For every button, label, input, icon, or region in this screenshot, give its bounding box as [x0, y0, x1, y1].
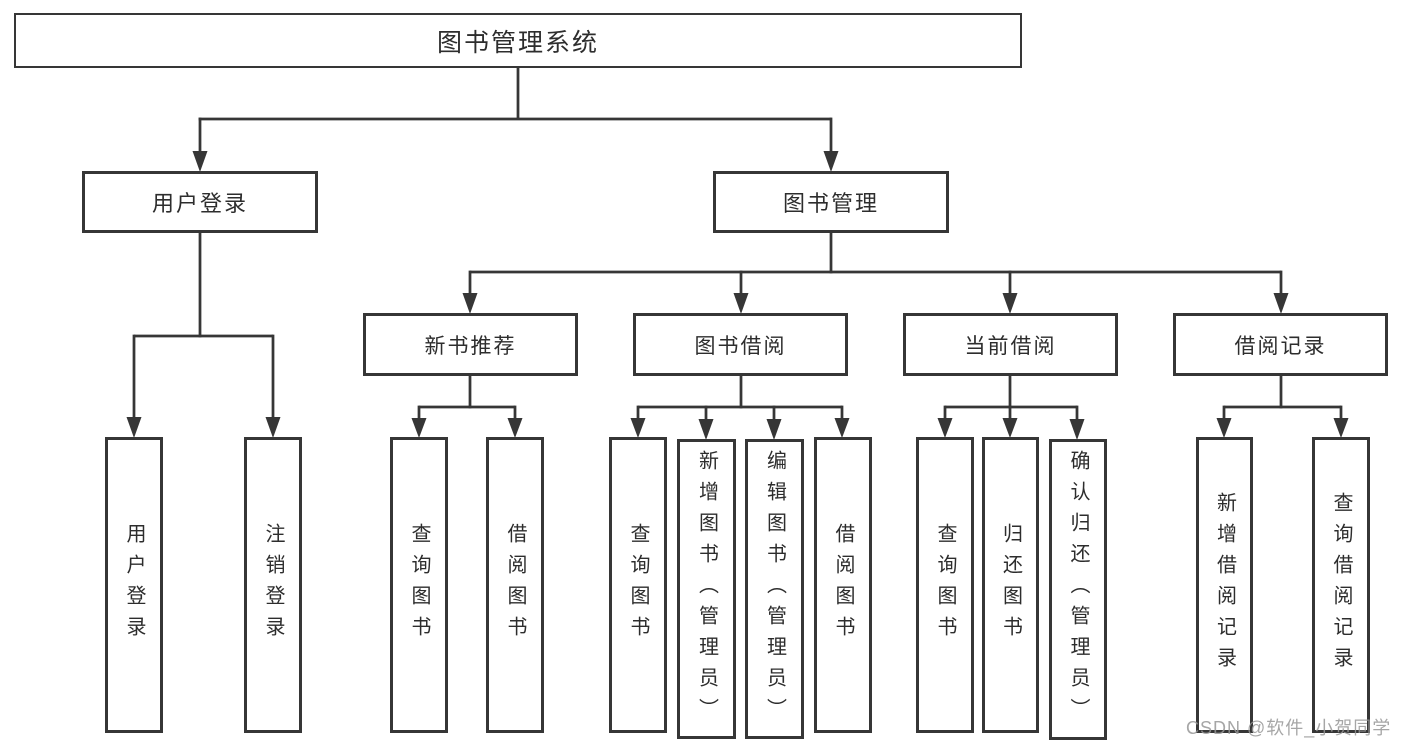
- arrowhead-l5a: [1216, 418, 1232, 438]
- node-new-book-recommend-label: 新书推荐: [424, 334, 517, 358]
- arrowhead-l3c: [766, 419, 782, 440]
- arrowhead-l3b: [698, 419, 714, 440]
- node-library-system-label: 图书管理系统: [436, 28, 599, 57]
- leaf-return-book-label: 归还图书: [999, 523, 1022, 647]
- arrowhead-l4a: [937, 418, 953, 438]
- leaf-add-borrow-record: 新增借阅记录: [1196, 437, 1253, 733]
- leaf-borrow-books: 借阅图书: [814, 437, 872, 733]
- leaf-add-book-admin-label: 新增图书（管理员）: [695, 449, 718, 729]
- node-book-borrow: 图书借阅: [633, 313, 848, 376]
- arrowhead-bookborrow: [733, 293, 749, 314]
- node-book-borrow-label: 图书借阅: [694, 334, 787, 358]
- node-book-management: 图书管理: [713, 171, 949, 233]
- leaf-query-borrow-record: 查询借阅记录: [1312, 437, 1370, 733]
- node-current-borrow: 当前借阅: [903, 313, 1118, 376]
- leaf-user-login: 用户登录: [105, 437, 163, 733]
- leaf-return-book: 归还图书: [982, 437, 1039, 733]
- arrowhead-l2b: [507, 418, 523, 438]
- arrowhead-l2a: [411, 418, 427, 438]
- leaf-user-login-label: 用户登录: [123, 523, 145, 647]
- node-borrow-records-label: 借阅记录: [1234, 334, 1327, 358]
- arrowhead-book-mgmt: [823, 151, 839, 172]
- leaf-query-borrow-record-label: 查询借阅记录: [1330, 492, 1352, 678]
- node-new-book-recommend: 新书推荐: [363, 313, 578, 376]
- node-current-borrow-label: 当前借阅: [964, 334, 1057, 358]
- leaf-add-borrow-record-label: 新增借阅记录: [1213, 492, 1236, 678]
- arrowhead-borrowrecord: [1273, 293, 1289, 314]
- arrowhead-leaf-login: [126, 417, 142, 438]
- leaf-logout: 注销登录: [244, 437, 302, 733]
- node-borrow-records: 借阅记录: [1173, 313, 1388, 376]
- leaf-edit-book-admin-label: 编辑图书（管理员）: [763, 449, 786, 729]
- arrowhead-newbook: [462, 293, 478, 314]
- leaf-query-books-current: 查询图书: [916, 437, 974, 733]
- leaf-borrow-books-label: 借阅图书: [832, 523, 854, 647]
- node-library-system: 图书管理系统: [14, 13, 1022, 68]
- arrowhead-l3a: [630, 418, 646, 438]
- arrowhead-l3d: [834, 418, 850, 438]
- arrowhead-l5b: [1333, 418, 1349, 438]
- leaf-confirm-return-admin-label: 确认归还（管理员）: [1067, 450, 1089, 729]
- leaf-edit-book-admin: 编辑图书（管理员）: [745, 439, 804, 739]
- leaf-query-books-current-label: 查询图书: [934, 523, 956, 647]
- csdn-watermark: CSDN @软件_小贺同学: [1186, 718, 1392, 738]
- leaf-confirm-return-admin: 确认归还（管理员）: [1049, 439, 1107, 740]
- node-user-login: 用户登录: [82, 171, 318, 233]
- arrowhead-l4c: [1069, 419, 1085, 440]
- leaf-logout-label: 注销登录: [262, 523, 284, 647]
- leaf-query-books-borrow-label: 查询图书: [627, 523, 649, 647]
- leaf-query-books-recommend-label: 查询图书: [408, 523, 430, 647]
- leaf-borrow-books-recommend: 借阅图书: [486, 437, 544, 733]
- leaf-add-book-admin: 新增图书（管理员）: [677, 439, 736, 739]
- leaf-query-books-borrow: 查询图书: [609, 437, 667, 733]
- leaf-query-books-recommend: 查询图书: [390, 437, 448, 733]
- node-user-login-label: 用户登录: [151, 191, 248, 216]
- arrowhead-leaf-logout: [265, 417, 281, 438]
- arrowhead-user-login: [192, 151, 208, 172]
- arrowhead-l4b: [1002, 418, 1018, 438]
- leaf-borrow-books-recommend-label: 借阅图书: [504, 523, 526, 647]
- node-book-management-label: 图书管理: [782, 191, 879, 216]
- arrowhead-currentborrow: [1002, 293, 1018, 314]
